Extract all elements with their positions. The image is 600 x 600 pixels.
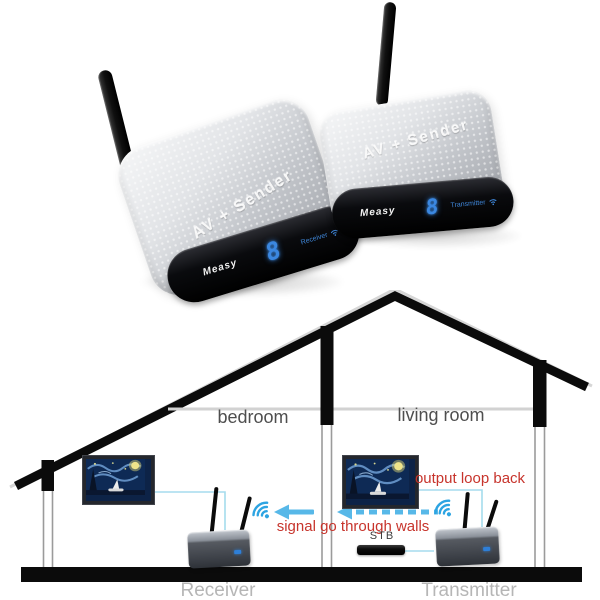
- cable-loopback-tv-to-transmitter: [412, 489, 483, 527]
- receiver-unit-front-panel: Measy 8 Receiver: [160, 199, 366, 310]
- roof-outline: [13, 290, 589, 491]
- brand-logo: Measy: [201, 257, 239, 278]
- left-wall-post: [41, 460, 54, 491]
- transmitter-box: [435, 526, 500, 567]
- wall-lines: [42, 425, 546, 567]
- transmitter-unit-front-panel: Measy 8 Transmitter: [329, 174, 516, 241]
- house-diagram-svg: [9, 290, 593, 582]
- channel-display: 8: [424, 194, 439, 220]
- signal-arrow-solid: [274, 504, 314, 520]
- right-wall-post: [533, 360, 547, 427]
- stb-text-label: STB: [369, 530, 395, 542]
- annotation-output-loop-back: output loop back: [414, 470, 526, 487]
- panel-role-text: Transmitter: [450, 198, 486, 209]
- receiver-unit: AV + Sender Measy 8 Receiver: [110, 91, 366, 310]
- wifi-icon: [330, 229, 338, 236]
- cable-tv-to-receiver: [148, 491, 226, 530]
- av-cables: [148, 489, 483, 552]
- wifi-icon: [252, 501, 269, 519]
- room-label-livingroom: living room: [397, 405, 485, 425]
- wifi-icon: [489, 199, 497, 206]
- signal-arrow-dashed: [337, 504, 438, 520]
- panel-role-label: Transmitter: [450, 197, 498, 209]
- panel-role-text: Receiver: [299, 231, 329, 247]
- caption-transmitter: Transmitter: [421, 580, 517, 600]
- transmitter-unit-antenna: [375, 1, 397, 107]
- middle-wall-post: [320, 326, 334, 425]
- bedroom-tv: [83, 456, 154, 504]
- caption-receiver: Receiver: [180, 580, 256, 600]
- transmitter-unit: AV + Sender Measy 8 Transmitter: [315, 87, 516, 241]
- tv-screen-art: [346, 459, 409, 499]
- floor: [21, 567, 582, 582]
- receiver-box: [187, 529, 251, 569]
- channel-display: 8: [263, 235, 283, 268]
- panel-role-label: Receiver: [300, 227, 340, 246]
- annotation-signal-through-walls: signal go through walls: [276, 518, 430, 535]
- wifi-icon: [434, 499, 451, 517]
- stb-box: [357, 545, 405, 555]
- tv-screen-art: [86, 459, 145, 495]
- room-label-bedroom: bedroom: [217, 407, 289, 427]
- livingroom-tv: [343, 456, 418, 508]
- brand-logo: Measy: [359, 204, 396, 219]
